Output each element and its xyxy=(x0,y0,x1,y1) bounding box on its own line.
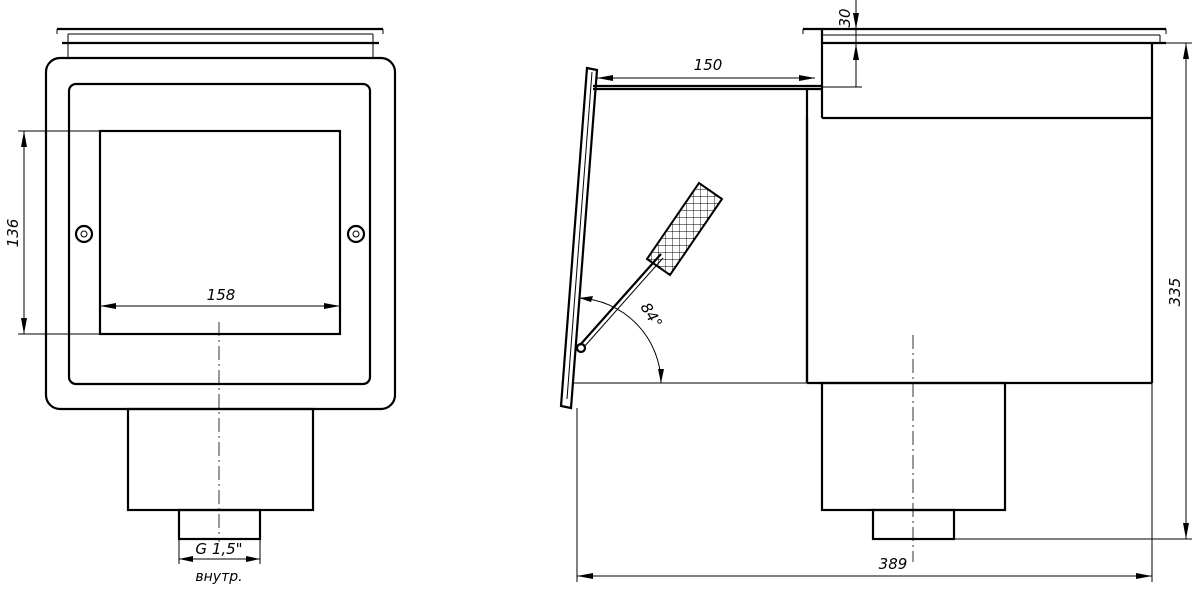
side-main-body xyxy=(805,30,1154,385)
side-view: 84° 150 30 335 xyxy=(559,0,1192,582)
dim-opening-height: 136 xyxy=(4,130,100,335)
dim-flap-angle: 84° xyxy=(578,296,666,384)
dim-opening-width: 158 xyxy=(100,286,340,309)
dim-opening-height-label: 136 xyxy=(4,219,22,248)
dim-thread: G 1,5" внутр. xyxy=(178,539,261,585)
flap-plate xyxy=(559,66,599,410)
screw-right-icon xyxy=(346,224,366,244)
dim-flange-height-label: 30 xyxy=(836,8,854,27)
dim-flap-length-label: 150 xyxy=(694,56,723,74)
dim-thread-label: G 1,5" xyxy=(195,540,242,558)
dim-total-height-label: 335 xyxy=(1166,278,1184,307)
dim-opening-width-label: 158 xyxy=(207,286,236,304)
front-top-flange xyxy=(56,27,384,58)
float-arm xyxy=(575,181,724,354)
dim-flap-angle-label: 84° xyxy=(637,299,666,331)
dim-total-length-label: 389 xyxy=(879,555,908,573)
dim-flap-length: 150 xyxy=(597,56,815,81)
front-view: 136 158 G 1,5" внутр. xyxy=(4,27,397,585)
dim-total-length: 389 xyxy=(576,383,1153,582)
front-body-outline xyxy=(44,56,397,411)
front-outlet-nozzle xyxy=(177,508,262,541)
dim-flange-height: 30 xyxy=(822,0,862,88)
side-outlet-body xyxy=(820,381,1007,512)
side-top-flange xyxy=(802,27,1167,45)
dim-total-height: 335 xyxy=(954,42,1192,540)
screw-left-icon xyxy=(74,224,94,244)
front-opening xyxy=(98,129,342,336)
side-outlet-nozzle xyxy=(871,508,956,541)
dim-thread-note: внутр. xyxy=(195,569,242,585)
front-inner-frame xyxy=(67,82,372,386)
float-mesh xyxy=(645,181,724,277)
front-outlet-body xyxy=(126,407,315,512)
